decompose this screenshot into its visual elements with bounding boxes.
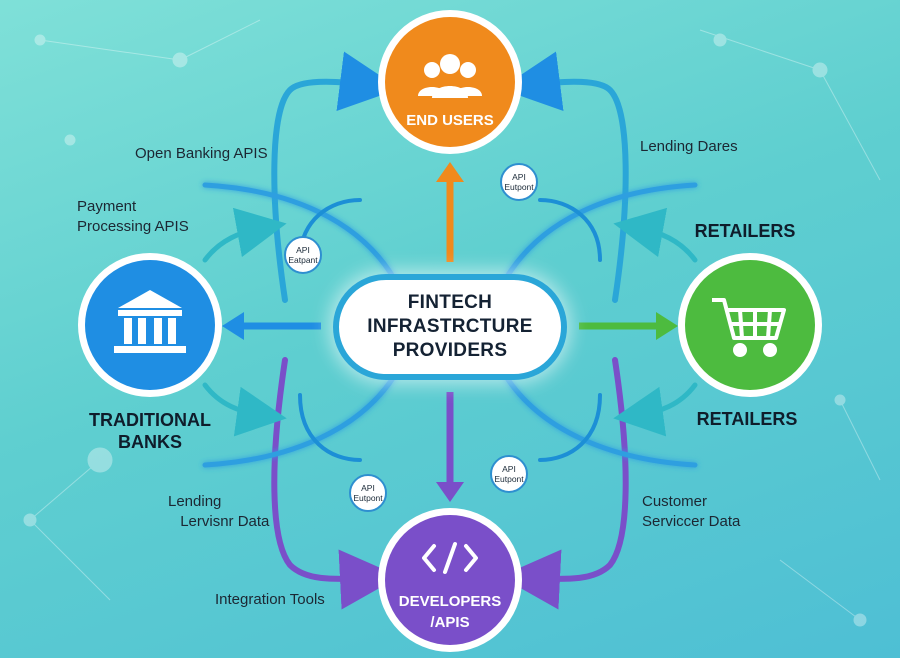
lending-line-1: Lending — [168, 493, 222, 510]
curve-inner-tr — [538, 198, 602, 262]
arrowhead-retailers — [656, 312, 678, 340]
payment-line-2: Processing APIS — [77, 218, 189, 235]
banks-label: TRADITIONAL BANKS — [70, 409, 230, 453]
arrowhead-banks — [222, 312, 244, 340]
api-badge-line-1: API — [361, 483, 375, 493]
center-title-line-1: FINTECH — [407, 292, 493, 313]
node-developers-circle — [378, 508, 522, 652]
bank-icon — [114, 290, 186, 353]
customer-line-1: Customer — [642, 493, 708, 510]
center-title-line-3: PROVIDERS — [392, 340, 508, 361]
curve-lower-right-sweep — [502, 372, 698, 468]
banks-label-line-2: BANKS — [117, 432, 182, 452]
center-arrows — [222, 162, 678, 502]
curve-inner-bl — [298, 393, 362, 462]
curve-upper-left-sweep — [202, 182, 398, 283]
shopping-cart-icon — [712, 298, 786, 357]
integration-tools-label: Integration Tools — [215, 591, 325, 608]
developers-label-line-1: DEVELOPERS — [398, 593, 502, 610]
developers-label: DEVELOPERS /APIS — [380, 591, 520, 633]
curve-upper-right-sweep — [502, 182, 698, 283]
lending-data-label: Lending Lervisnr Data — [168, 492, 269, 532]
center-title-line-2: INFRASTRCTURE — [367, 316, 533, 337]
flow-curves — [202, 51, 698, 610]
teal-arrow-left-bottom — [202, 382, 287, 437]
api-badge-line-2: Eatpant — [288, 255, 318, 265]
lending-line-2: Lervisnr Data — [180, 513, 270, 530]
api-badge-line-2: Eutpont — [504, 182, 534, 192]
developers-label-line-2: /APIS — [430, 614, 470, 631]
background-network — [23, 19, 881, 627]
customer-line-2: Serviccer Data — [642, 513, 741, 530]
api-endpoint-badge: API Eutpont — [349, 474, 387, 512]
api-endpoint-badge: API Eutpont — [490, 455, 528, 493]
api-badge-line-1: API — [296, 245, 310, 255]
customer-data-label: Customer Serviccer Data — [642, 492, 740, 532]
arrowhead-developers — [436, 482, 464, 502]
node-banks-circle — [78, 253, 222, 397]
api-endpoint-badge: API Eatpant — [284, 236, 322, 274]
node-end-users-circle — [378, 10, 522, 154]
api-badge-line-1: API — [502, 464, 516, 474]
teal-arrow-right-top — [613, 207, 698, 263]
users-icon — [418, 54, 482, 98]
retailers-label-bottom: RETAILERS — [696, 409, 798, 429]
lending-dares-label: Lending Dares — [640, 138, 738, 155]
payment-line-1: Payment — [77, 198, 137, 215]
curve-bottom-left — [271, 357, 400, 610]
retailers-label-top: RETAILERS — [694, 221, 796, 241]
banks-label-line-1: TRADITIONAL — [89, 410, 211, 430]
arrowhead-end-users — [436, 162, 464, 182]
curve-top-right — [500, 51, 629, 303]
api-badge-line-1: API — [512, 172, 526, 182]
teal-arrow-right-bottom — [613, 382, 698, 437]
payment-processing-label: Payment Processing APIS — [77, 197, 189, 237]
code-icon — [422, 542, 478, 574]
end-users-label: END USERS — [406, 112, 494, 129]
api-endpoint-badge: API Eutpont — [500, 163, 538, 201]
teal-arrow-left-top — [202, 207, 287, 263]
center-fintech-providers: FINTECH INFRASTRCTURE PROVIDERS — [333, 274, 567, 380]
open-banking-label: Open Banking APIS — [135, 145, 268, 162]
curve-lower-left-sweep — [202, 372, 398, 468]
curve-inner-br — [538, 393, 602, 462]
api-badge-line-2: Eutpont — [353, 493, 383, 503]
curve-bottom-right — [500, 357, 629, 610]
api-badge-line-2: Eutpont — [494, 474, 524, 484]
